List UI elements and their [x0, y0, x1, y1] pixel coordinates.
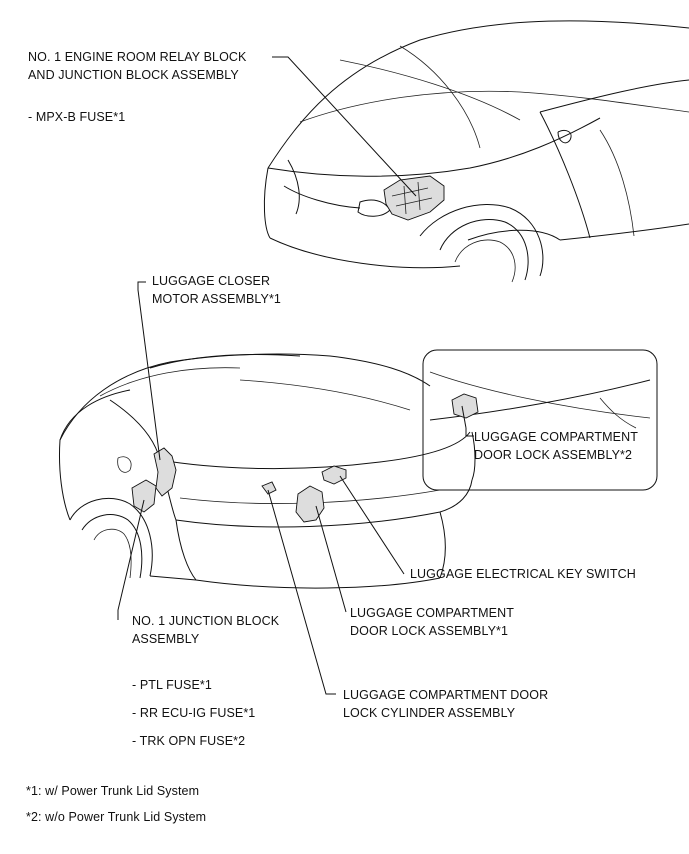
lock-cylinder-label-2: LOCK CYLINDER ASSEMBLY	[343, 706, 516, 720]
mpx-b-fuse-label: - MPX-B FUSE*1	[28, 110, 126, 124]
fuse-item: - TRK OPN FUSE*2	[132, 734, 246, 748]
key-switch-part	[321, 465, 347, 485]
footnote: *1: w/ Power Trunk Lid System	[26, 784, 200, 798]
door-lock-part	[295, 485, 325, 523]
footnote: *2: w/o Power Trunk Lid System	[26, 810, 207, 824]
key-switch-label: LUGGAGE ELECTRICAL KEY SWITCH	[410, 567, 636, 581]
inset-door-lock-label-1: LUGGAGE COMPARTMENT	[474, 430, 638, 444]
door-lock-label-1: LUGGAGE COMPARTMENT	[350, 606, 514, 620]
lock-cylinder-label-1: LUGGAGE COMPARTMENT DOOR	[343, 688, 549, 702]
front-car-illustration	[263, 20, 689, 283]
closer-motor-label-2: MOTOR ASSEMBLY*1	[152, 292, 281, 306]
closer-motor-label-1: LUGGAGE CLOSER	[152, 274, 271, 288]
rear-car-illustration	[59, 353, 476, 589]
leader-lines	[117, 56, 474, 695]
engine-relay-block-label-2: AND JUNCTION BLOCK ASSEMBLY	[28, 68, 239, 82]
engine-relay-block-part	[383, 175, 445, 221]
fuse-item: - PTL FUSE*1	[132, 678, 212, 692]
junction-block-part	[131, 479, 157, 513]
door-lock-label-2: DOOR LOCK ASSEMBLY*1	[350, 624, 509, 638]
fuse-item: - RR ECU-IG FUSE*1	[132, 706, 256, 720]
inset-door-lock-label-2: DOOR LOCK ASSEMBLY*2	[474, 448, 633, 462]
engine-relay-block-label-1: NO. 1 ENGINE ROOM RELAY BLOCK	[28, 50, 247, 64]
junction-block-label-2: ASSEMBLY	[132, 632, 200, 646]
lock-cylinder-part	[261, 481, 277, 495]
inset-illustration	[422, 349, 658, 491]
inset-door-lock-part	[451, 393, 479, 419]
junction-block-label-1: NO. 1 JUNCTION BLOCK	[132, 614, 280, 628]
closer-motor-part	[153, 447, 177, 497]
